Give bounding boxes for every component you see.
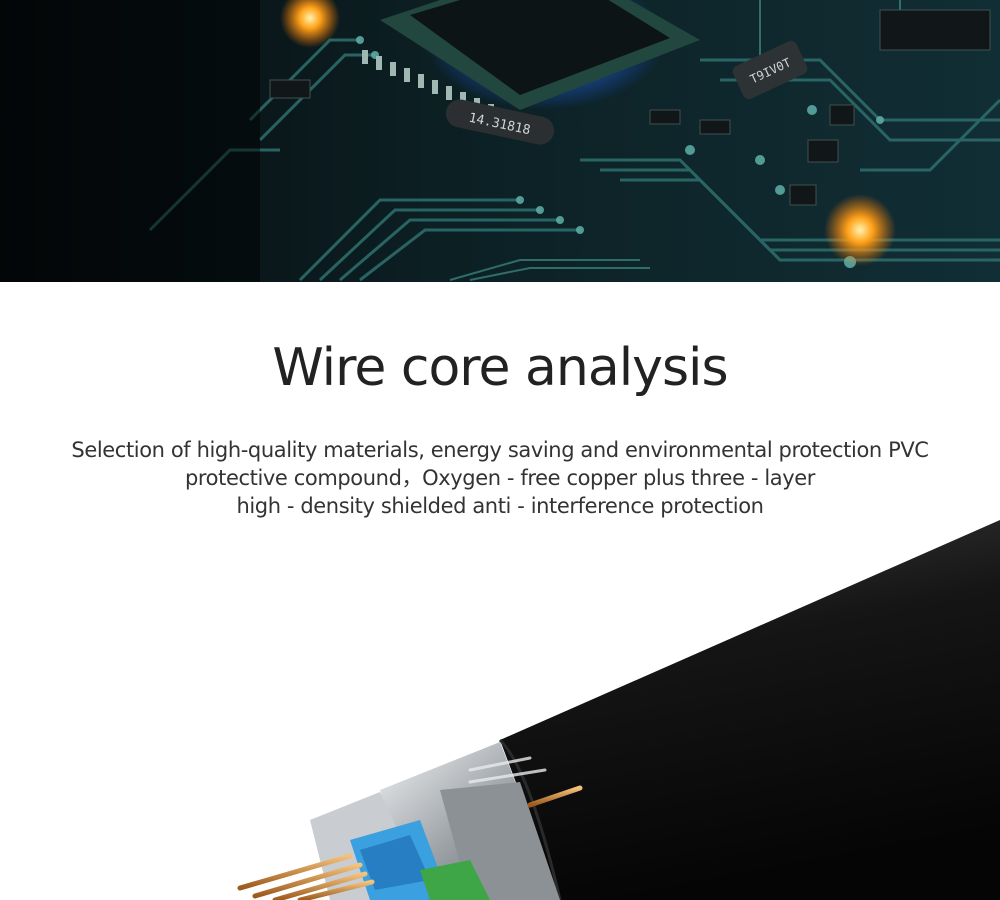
description-line-3: high - density shielded anti - interfere… bbox=[236, 494, 764, 518]
section-title: Wire core analysis bbox=[272, 338, 728, 398]
description-line-2: protective compound，Oxygen - free copper… bbox=[184, 466, 815, 490]
description-line-1: Selection of high-quality materials, ene… bbox=[71, 438, 929, 462]
circuit-board-banner: 14.31818 T9IV0T bbox=[0, 0, 1000, 282]
circuit-board-illustration: 14.31818 T9IV0T bbox=[0, 0, 1000, 282]
shielded-cable-image bbox=[237, 520, 1000, 900]
cable-illustration bbox=[0, 520, 1000, 900]
section-description: Selection of high-quality materials, ene… bbox=[60, 436, 940, 520]
